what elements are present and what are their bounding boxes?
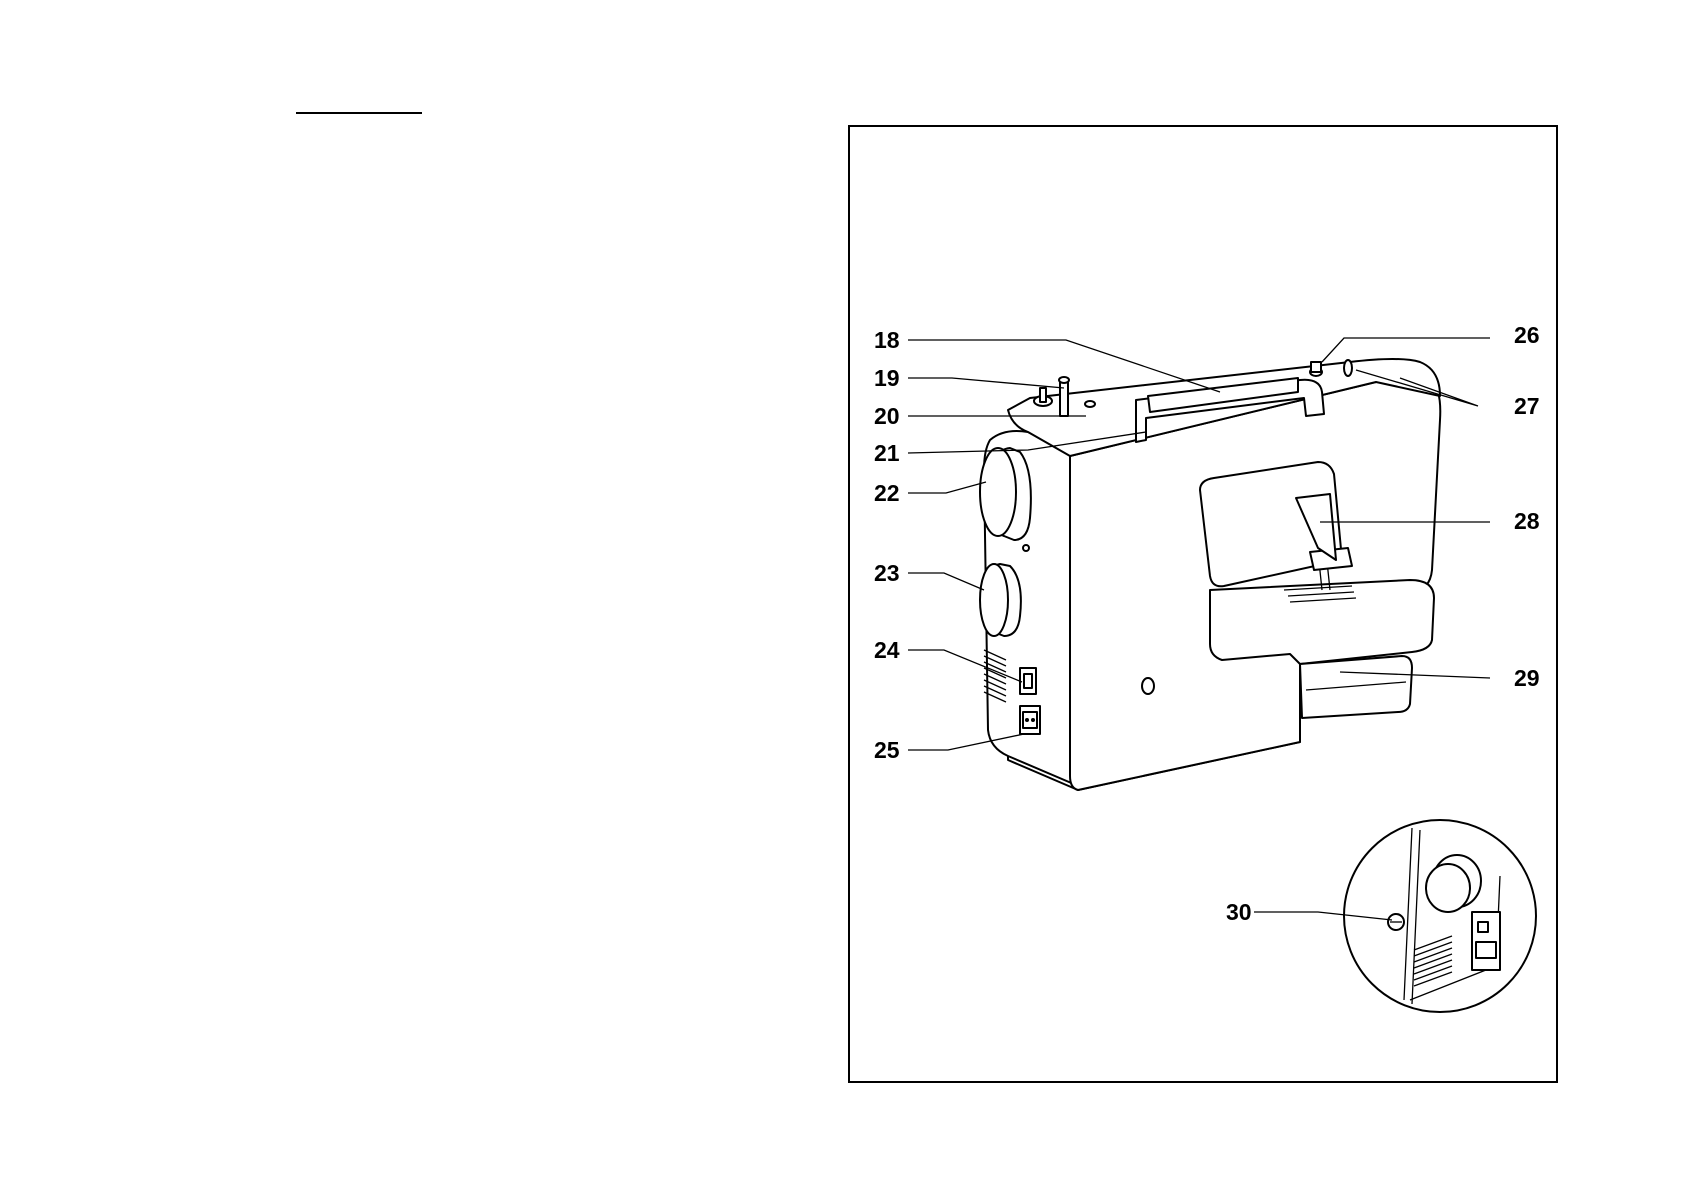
callout-25: 25 (874, 737, 900, 763)
callout-27: 27 (1514, 393, 1540, 419)
inset-detail (1344, 820, 1536, 1012)
callout-24: 24 (874, 637, 900, 663)
callout-21: 21 (874, 440, 900, 466)
callout-23: 23 (874, 560, 900, 586)
power-switch (1020, 668, 1036, 694)
callout-19: 19 (874, 365, 900, 391)
power-socket (1020, 706, 1040, 734)
inset-circle (1344, 820, 1536, 1012)
body-button (1142, 678, 1154, 694)
callout-26: 26 (1514, 322, 1540, 348)
handwheel (980, 448, 1031, 540)
callout-20: 20 (874, 403, 900, 429)
callout-29: 29 (1514, 665, 1540, 691)
free-arm-bed (1210, 580, 1434, 664)
accessory-box (1300, 656, 1412, 718)
callout-30: 30 (1226, 899, 1252, 925)
stitch-selector-dial (980, 564, 1021, 636)
callout-22: 22 (874, 480, 900, 506)
callout-18: 18 (874, 327, 900, 353)
sewing-machine-illustration (980, 359, 1440, 790)
callout-28: 28 (1514, 508, 1540, 534)
